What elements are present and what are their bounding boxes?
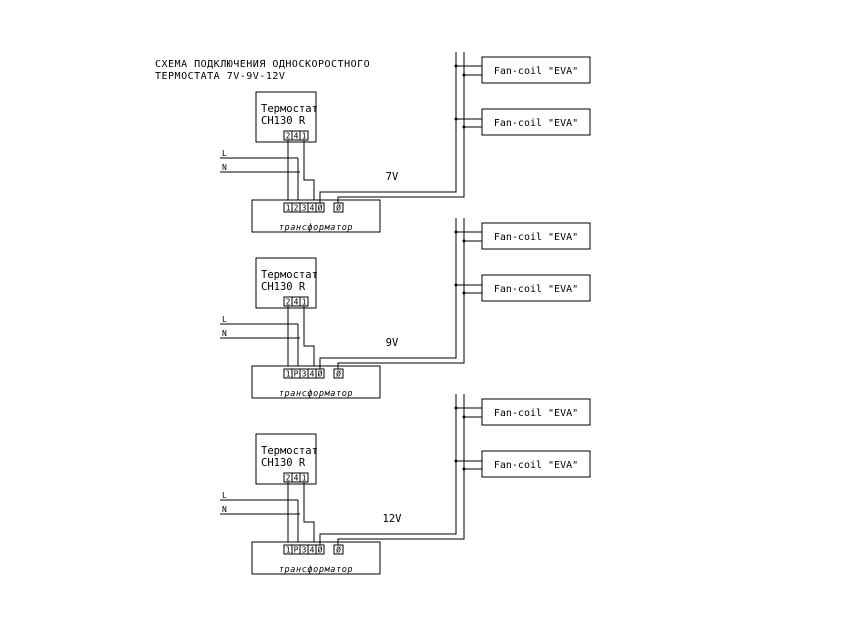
thermostat-terminal-2: 4 — [294, 474, 299, 483]
junction-dot — [462, 73, 466, 77]
thermostat-terminal-strip — [283, 130, 309, 141]
thermostat-label: Термостат — [261, 103, 318, 115]
transformer-terminal-3: 3 — [302, 204, 307, 213]
fancoil-label: Fan-coil "EVA" — [494, 232, 578, 243]
voltage-label: 9V — [386, 337, 399, 349]
junction-dot — [454, 117, 458, 121]
fancoil-label: Fan-coil "EVA" — [494, 460, 578, 471]
supply-l-label: L — [222, 315, 227, 324]
fancoil-box — [481, 274, 591, 302]
transformer-label: трансформатор — [279, 565, 353, 575]
fancoil-box — [481, 398, 591, 426]
transformer-terminal-5: Ø — [318, 369, 323, 379]
wire-output-to-bus — [337, 52, 465, 203]
transformer-terminal-6: Ø — [336, 203, 341, 213]
transformer-terminal-1: 1 — [286, 546, 291, 555]
diagram-title-line2: ТЕРМОСТАТА 7V-9V-12V — [155, 71, 285, 82]
junction-dot — [462, 415, 466, 419]
transformer-terminal-4: 4 — [310, 204, 315, 213]
transformer-terminal-5: Ø — [318, 545, 323, 555]
wire-output-to-bus — [319, 394, 457, 545]
fancoil-box — [481, 108, 591, 136]
thermostat-label: Термостат — [261, 269, 318, 281]
supply-l-label: L — [222, 149, 227, 158]
thermostat-terminal-3: 1 — [302, 132, 307, 141]
transformer-terminal-strip — [283, 368, 325, 379]
thermostat-terminal-3: 1 — [302, 298, 307, 307]
transformer-terminal-2: P — [294, 546, 299, 555]
transformer-terminal-2: P — [294, 370, 299, 379]
thermostat-terminal-1: 2 — [286, 474, 291, 483]
junction-dot — [462, 125, 466, 129]
transformer-terminal-strip — [283, 544, 325, 555]
fancoil-label: Fan-coil "EVA" — [494, 408, 578, 419]
fancoil-box — [481, 222, 591, 250]
wire-thermostat-to-transformer — [303, 306, 315, 368]
voltage-label: 7V — [386, 171, 399, 183]
transformer-terminal-2: 2 — [294, 204, 299, 213]
junction-dot — [454, 459, 458, 463]
thermostat-terminal-1: 2 — [286, 132, 291, 141]
thermostat-label: Термостат — [261, 445, 318, 457]
transformer-terminal-3: 3 — [302, 546, 307, 555]
fancoil-box — [481, 56, 591, 84]
junction-dot — [454, 406, 458, 410]
thermostat-model: CH130 R — [261, 457, 306, 469]
thermostat-terminal-3: 1 — [302, 474, 307, 483]
junction-dot — [454, 230, 458, 234]
wire-thermostat-to-transformer — [303, 482, 315, 544]
transformer-terminal-strip — [283, 202, 325, 213]
transformer-terminal-6: Ø — [336, 545, 341, 555]
transformer-terminal-6: Ø — [336, 369, 341, 379]
transformer-label: трансформатор — [279, 223, 353, 233]
supply-n-label: N — [222, 163, 227, 172]
wire-output-to-bus — [337, 218, 465, 369]
wire-output-to-bus — [337, 394, 465, 545]
thermostat-terminal-strip — [283, 472, 309, 483]
supply-n-label: N — [222, 505, 227, 514]
transformer-terminal-1: 1 — [286, 370, 291, 379]
junction-dot — [462, 467, 466, 471]
transformer-label: трансформатор — [279, 389, 353, 399]
wire-output-to-bus — [319, 52, 457, 203]
diagram-title-line1: СХЕМА ПОДКЛЮЧЕНИЯ ОДНОСКОРОСТНОГО — [155, 59, 370, 70]
wire-thermostat-to-transformer — [303, 140, 315, 202]
junction-dot — [454, 283, 458, 287]
fancoil-box — [481, 450, 591, 478]
transformer-terminal-3: 3 — [302, 370, 307, 379]
thermostat-terminal-2: 4 — [294, 132, 299, 141]
supply-l-label: L — [222, 491, 227, 500]
thermostat-model: CH130 R — [261, 281, 306, 293]
voltage-label: 12V — [383, 513, 403, 525]
thermostat-terminal-1: 2 — [286, 298, 291, 307]
fancoil-label: Fan-coil "EVA" — [494, 118, 578, 129]
transformer-terminal-4: 4 — [310, 370, 315, 379]
thermostat-terminal-strip — [283, 296, 309, 307]
transformer-terminal-1: 1 — [286, 204, 291, 213]
transformer-terminal-4: 4 — [310, 546, 315, 555]
junction-dot — [462, 291, 466, 295]
junction-dot — [462, 239, 466, 243]
thermostat-terminal-2: 4 — [294, 298, 299, 307]
junction-dot — [454, 64, 458, 68]
supply-n-label: N — [222, 329, 227, 338]
fancoil-label: Fan-coil "EVA" — [494, 284, 578, 295]
fancoil-label: Fan-coil "EVA" — [494, 66, 578, 77]
transformer-terminal-5: Ø — [318, 203, 323, 213]
thermostat-model: CH130 R — [261, 115, 306, 127]
wire-output-to-bus — [319, 218, 457, 369]
